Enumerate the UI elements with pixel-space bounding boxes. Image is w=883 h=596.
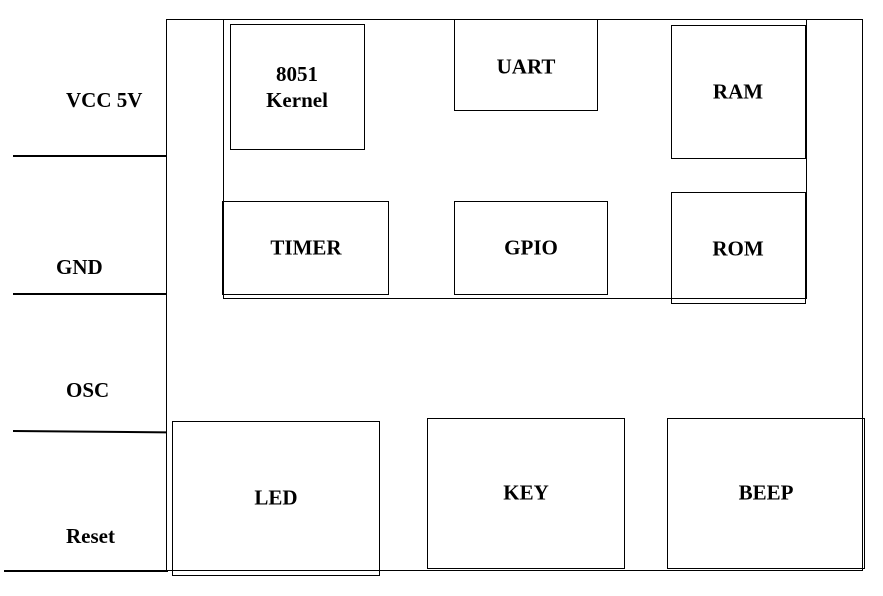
- rom-block: [671, 192, 806, 304]
- beep-label: BEEP: [738, 480, 794, 505]
- pin-osc-line: [12, 430, 168, 434]
- pin-osc-label: OSC: [66, 378, 110, 402]
- uart-label: UART: [496, 54, 556, 79]
- kernel-label: 8051 Kernel: [266, 61, 328, 113]
- timer-label: TIMER: [270, 235, 342, 260]
- kernel-block: [230, 24, 365, 150]
- kernel-label-line2: Kernel: [266, 88, 328, 112]
- timer-block: [222, 201, 389, 295]
- key-block: [427, 418, 625, 569]
- pin-reset-label: Reset: [66, 524, 115, 548]
- ram-label: RAM: [712, 79, 764, 104]
- pin-vcc-label: VCC 5V: [66, 88, 143, 112]
- pin-gnd-line: [13, 293, 167, 295]
- led-label: LED: [254, 485, 298, 510]
- led-block: [172, 421, 380, 576]
- gpio-label: GPIO: [504, 235, 558, 260]
- ram-block: [671, 25, 806, 159]
- beep-block: [667, 418, 865, 569]
- key-label: KEY: [503, 480, 549, 505]
- uart-block: [454, 19, 598, 111]
- rom-label: ROM: [712, 236, 764, 261]
- gpio-block: [454, 201, 608, 295]
- pin-reset-line: [4, 570, 168, 572]
- kernel-label-line1: 8051: [276, 62, 318, 86]
- pin-vcc-line: [13, 155, 167, 157]
- pin-gnd-label: GND: [56, 255, 103, 279]
